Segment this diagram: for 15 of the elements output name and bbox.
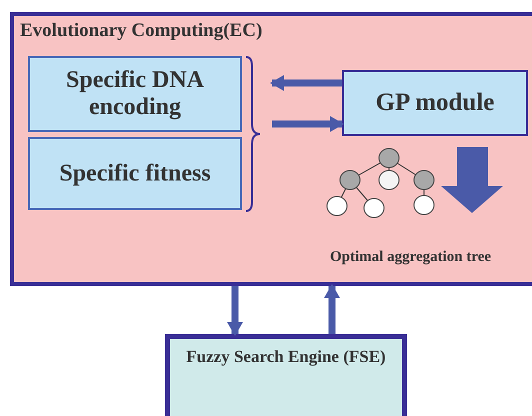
- module-box: [28, 137, 242, 210]
- arrow: [272, 116, 344, 132]
- arrow: [227, 286, 243, 336]
- arrow: [270, 75, 342, 91]
- process-box: [165, 334, 407, 416]
- node-label: Optimal aggregation tree: [330, 249, 492, 266]
- box-label: Specific fitness: [58, 160, 212, 187]
- arrow: [324, 284, 340, 334]
- panel: [10, 12, 532, 286]
- box-label: Fuzzy Search Engine (FSE): [185, 347, 387, 366]
- module-box: [28, 56, 242, 132]
- panel-title: Evolutionary Computing(EC): [20, 20, 262, 42]
- module-box: [342, 70, 528, 136]
- box-label: GP module: [374, 89, 496, 117]
- box-label: Specific DNA encoding: [65, 67, 205, 121]
